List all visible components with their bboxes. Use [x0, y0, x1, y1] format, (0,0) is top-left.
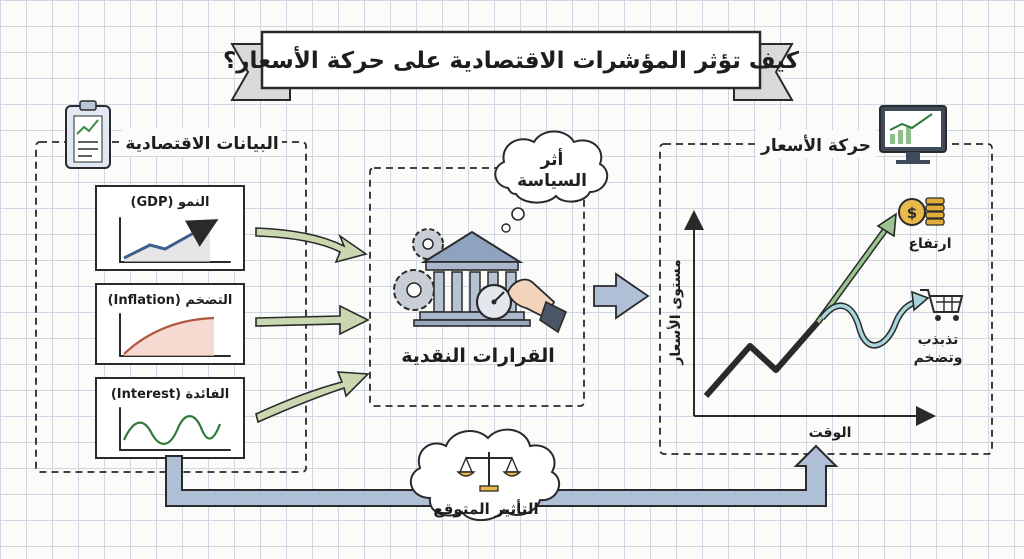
dial-gauge-icon — [475, 283, 513, 321]
inflation-arrow — [255, 304, 370, 336]
expected-impact-label: التأثير المتوقع — [433, 499, 538, 518]
interest-label: الفائدة (Interest) — [111, 387, 229, 402]
economic-data-heading: البيانات الاقتصادية — [125, 134, 278, 154]
interest-card: الفائدة (Interest) — [95, 377, 245, 459]
price-heading-bg — [756, 130, 876, 158]
volatility-series — [819, 290, 930, 349]
balance-scale-icon — [456, 452, 522, 492]
price-movement-panel — [659, 143, 993, 455]
expected-impact-flow-arrow — [165, 444, 839, 507]
title-ribbon — [230, 30, 794, 101]
gdp-label: النمو (GDP) — [131, 195, 210, 210]
inflation-card: التضخم (Inflation) — [95, 283, 245, 365]
data-to-policy-arrows — [255, 227, 370, 424]
economic-data-panel — [35, 141, 307, 473]
shopping-cart-icon — [920, 289, 964, 321]
policy-to-prices-arrow — [593, 272, 650, 320]
svg-text:$: $ — [907, 204, 917, 222]
rise-series — [703, 212, 897, 398]
monitor-chart-icon — [879, 105, 947, 164]
price-movement-heading: حركة الأسعار — [760, 135, 871, 156]
clipboard-icon — [65, 100, 111, 169]
gdp-trend-line — [123, 219, 219, 260]
gdp-card: النمو (GDP) — [95, 185, 245, 271]
volatility-label-line1: تذبذب — [918, 332, 959, 348]
gears-icon — [393, 228, 444, 311]
y-axis-label: مستوى الأسعار — [667, 259, 684, 365]
economic-data-heading-bg — [122, 128, 282, 156]
volatility-label-line2: وتضخم — [914, 350, 963, 366]
inflation-curve — [123, 316, 215, 355]
interest-arrow — [255, 371, 370, 424]
policy-bubble-line1: أثر — [540, 148, 564, 170]
inflation-label: التضخم (Inflation) — [108, 293, 233, 308]
page-title: كيف تؤثر المؤشرات الاقتصادية على حركة ال… — [223, 45, 800, 74]
gdp-arrow — [255, 227, 368, 264]
policy-thought-bubble — [494, 130, 609, 233]
policy-panel — [369, 167, 585, 407]
monetary-decisions-label: القرارات النقدية — [401, 345, 555, 367]
expected-impact-cloud — [409, 428, 561, 521]
coins-icon: $ — [898, 197, 945, 226]
rise-label: ارتفاع — [908, 236, 951, 252]
x-axis-label: الوقت — [809, 425, 852, 441]
hand-icon — [507, 278, 568, 334]
interest-wave — [122, 415, 222, 445]
policy-bubble-line2: السياسة — [517, 171, 587, 191]
